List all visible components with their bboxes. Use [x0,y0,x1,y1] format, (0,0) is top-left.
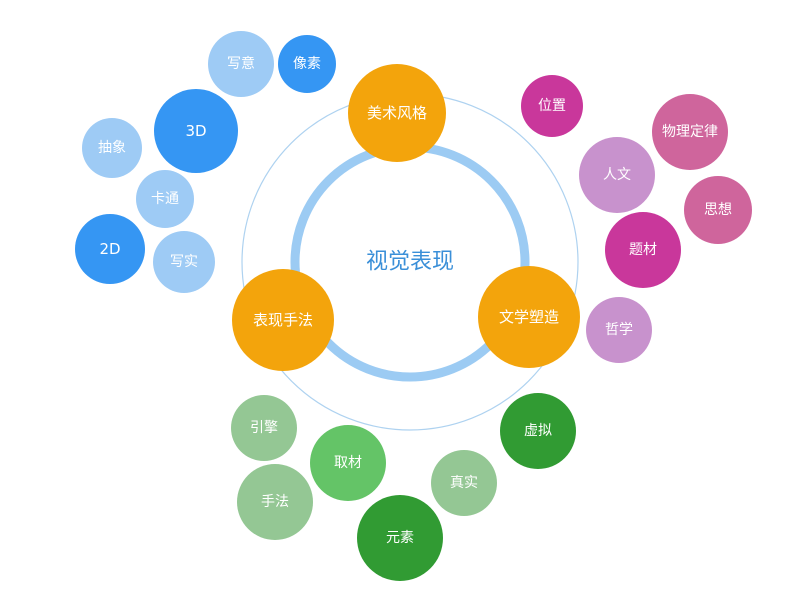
bubble-label: 位置 [538,98,566,114]
bubble-zhenshi[interactable]: 真实 [431,450,497,516]
bubble-label: 手法 [261,494,289,510]
bubble-label: 物理定律 [662,124,718,140]
bubble-label: 虚拟 [524,423,552,439]
bubble-xieshi[interactable]: 写实 [153,231,215,293]
bubble-wulidinglv[interactable]: 物理定律 [652,94,728,170]
bubble-label: 像素 [293,56,321,72]
bubble-ticai[interactable]: 题材 [605,212,681,288]
hub-node-art-style[interactable]: 美术风格 [348,64,446,162]
bubble-label: 元素 [386,530,414,546]
bubble-label: 3D [185,122,206,140]
hub-label: 文学塑造 [499,308,559,326]
bubble-label: 2D [99,240,120,258]
hub-node-literary[interactable]: 文学塑造 [478,266,580,368]
bubble-katong[interactable]: 卡通 [136,170,194,228]
bubble-label: 题材 [629,242,657,258]
bubble-xiangsu[interactable]: 像素 [278,35,336,93]
hub-label: 美术风格 [367,104,427,122]
hub-node-expression[interactable]: 表现手法 [232,269,334,371]
bubble-qucai[interactable]: 取材 [310,425,386,501]
bubble-label: 写实 [170,254,198,270]
bubble-label: 思想 [704,202,732,218]
bubble-weizhi[interactable]: 位置 [521,75,583,137]
bubble-label: 卡通 [151,191,179,207]
bubble-label: 哲学 [605,322,633,338]
bubble-renwen[interactable]: 人文 [579,137,655,213]
center-label: 视觉表现 [366,250,454,275]
bubble-yinqing[interactable]: 引擎 [231,395,297,461]
bubble-label: 写意 [227,55,255,72]
bubble-label: 取材 [334,455,362,471]
bubble-label: 人文 [603,167,631,183]
bubble-xieyi[interactable]: 写意 [208,31,274,97]
bubble-shoufa[interactable]: 手法 [237,464,313,540]
bubble-sixiang[interactable]: 思想 [684,176,752,244]
bubble-zhexue[interactable]: 哲学 [586,297,652,363]
bubble-xuni[interactable]: 虚拟 [500,393,576,469]
bubble-yuansu[interactable]: 元素 [357,495,443,581]
bubble-label: 抽象 [98,140,126,156]
bubble-3d[interactable]: 3D [154,89,238,173]
bubble-2d[interactable]: 2D [75,214,145,284]
bubble-label: 真实 [450,475,478,491]
hub-label: 表现手法 [253,311,313,329]
bubble-chouxiang[interactable]: 抽象 [82,118,142,178]
bubble-label: 引擎 [250,420,278,436]
